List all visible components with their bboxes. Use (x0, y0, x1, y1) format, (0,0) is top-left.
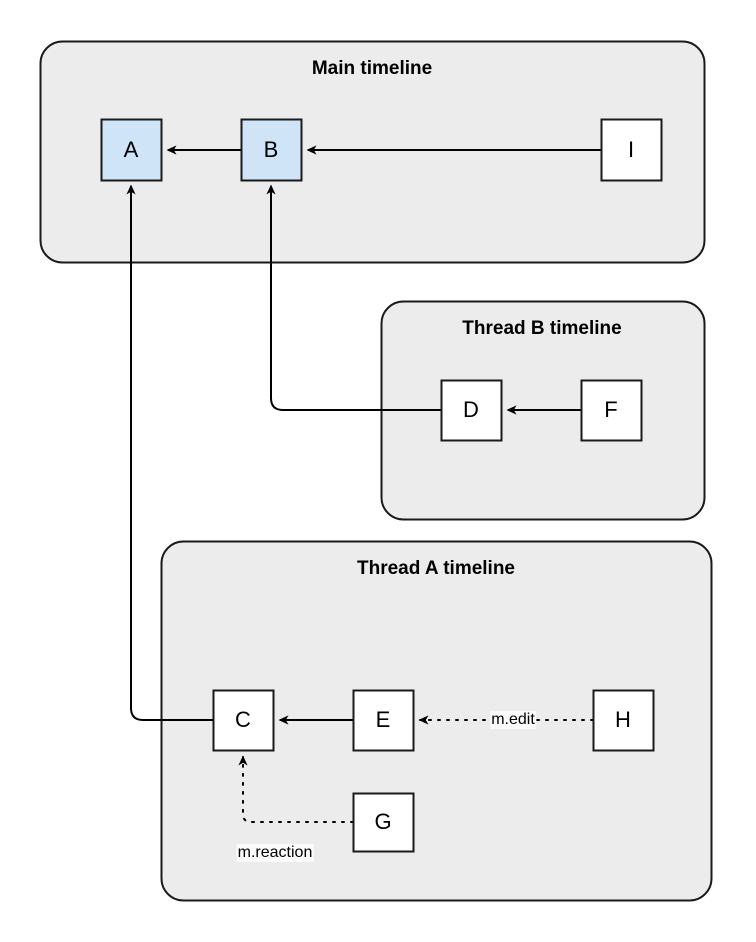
node-C[interactable] (212, 689, 275, 752)
node-I[interactable] (600, 118, 663, 182)
node-H[interactable] (592, 689, 655, 752)
node-D[interactable] (440, 379, 503, 442)
edge-d-to-b (266, 184, 441, 411)
group-title-thread-a-timeline: Thread A timeline (356, 558, 516, 579)
group-title-main-timeline: Main timeline (311, 58, 433, 79)
group-title-thread-b-timeline: Thread B timeline (462, 318, 622, 339)
edge-c-to-a (126, 184, 213, 721)
node-G[interactable] (352, 792, 415, 853)
node-B[interactable] (240, 118, 303, 182)
edge-g-to-c (238, 755, 354, 823)
node-E[interactable] (352, 689, 415, 752)
group-main-timeline (39, 40, 706, 264)
node-A[interactable] (100, 118, 163, 182)
edge-label-m-edit: m.edit (490, 711, 536, 729)
edge-label-m-reaction: m.reaction (236, 844, 314, 862)
node-F[interactable] (580, 379, 643, 442)
